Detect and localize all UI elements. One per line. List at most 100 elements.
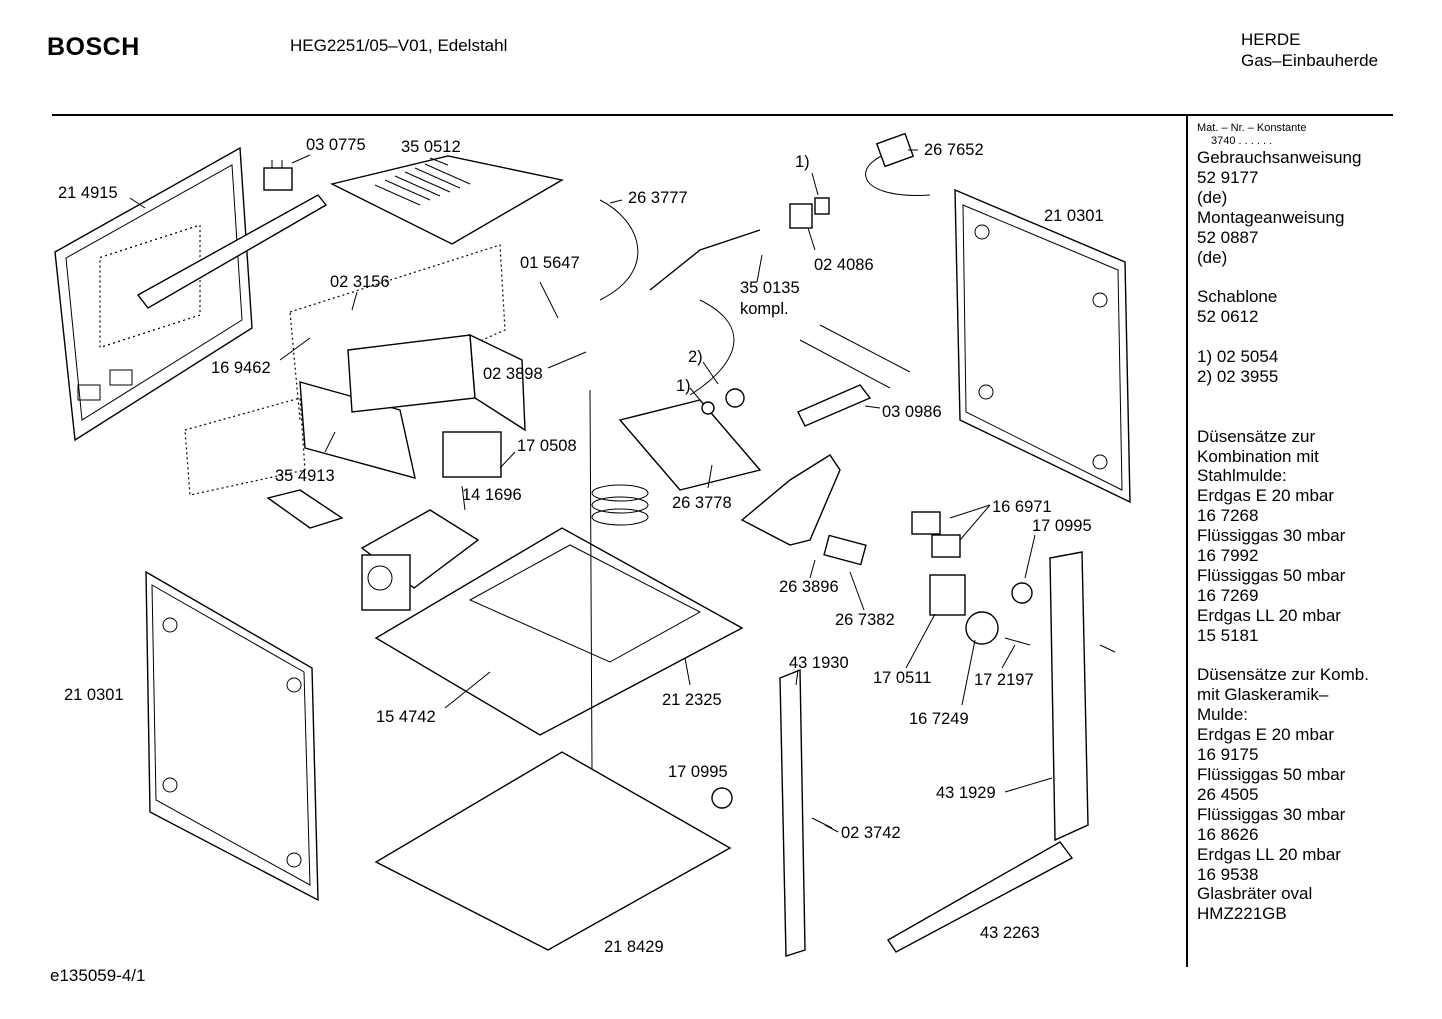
label-030775: 03 0775 — [306, 136, 366, 154]
side-line: Erdgas E 20 mbar — [1197, 725, 1335, 745]
side-line: 52 0887 — [1197, 227, 1259, 247]
side-line: 15 5181 — [1197, 625, 1259, 645]
side-line: 16 7992 — [1197, 546, 1259, 566]
bracket-part — [136, 194, 328, 309]
gas-pipe-part — [618, 197, 830, 491]
category-label: HERDE — [1241, 30, 1301, 49]
clip-part — [266, 489, 344, 529]
insulator-part — [823, 534, 867, 566]
side-line: 16 9175 — [1197, 745, 1259, 765]
label-note2: 2) — [688, 348, 703, 366]
label-170995b: 17 0995 — [668, 763, 728, 781]
side-line: 2) 02 3955 — [1197, 366, 1279, 386]
label-023156: 02 3156 — [330, 273, 390, 291]
side-line: Kombination mit — [1197, 446, 1319, 466]
mat-value: 3740 . . . . . . — [1211, 135, 1273, 147]
box-part — [299, 333, 526, 479]
side-line: 52 0612 — [1197, 307, 1259, 327]
label-141696: 14 1696 — [462, 486, 522, 504]
side-line: 26 4505 — [1197, 784, 1259, 804]
bottom-plate-part — [374, 751, 732, 951]
side-line: Stahlmulde: — [1197, 466, 1287, 486]
label-169462: 16 9462 — [211, 359, 271, 377]
side-line: Erdgas LL 20 mbar — [1197, 605, 1341, 625]
side-line: Glasbräter oval — [1197, 884, 1313, 904]
label-210301a: 21 0301 — [1044, 207, 1104, 225]
side-line: Erdgas E 20 mbar — [1197, 486, 1335, 506]
side-divider — [1186, 116, 1188, 967]
label-024086: 02 4086 — [814, 256, 874, 274]
side-panel: Mat. – Nr. – Konstante 3740 . . . . . . … — [1197, 122, 1397, 924]
side-line: Düsensätze zur Komb. — [1197, 665, 1369, 685]
mat-header: Mat. – Nr. – Konstante — [1197, 122, 1307, 134]
side-line: Montageanweisung — [1197, 207, 1345, 227]
side-line: 1) 02 5054 — [1197, 347, 1279, 367]
side-line: HMZ221GB — [1197, 904, 1287, 924]
side-line: Erdgas LL 20 mbar — [1197, 844, 1341, 864]
side-line: (de) — [1197, 187, 1228, 207]
module-part — [442, 431, 502, 478]
side-line: Flüssiggas 30 mbar — [1197, 526, 1346, 546]
label-023742: 02 3742 — [841, 824, 901, 842]
side-line: mit Glaskeramik– — [1197, 685, 1329, 705]
cover-part — [329, 155, 564, 245]
model-title: HEG2251/05–V01, Edelstahl — [290, 36, 508, 55]
side-line: Mulde: — [1197, 705, 1249, 725]
label-263778: 26 3778 — [672, 494, 732, 512]
label-214915: 21 4915 — [58, 184, 118, 202]
side-spacer — [1197, 267, 1397, 287]
label-267652: 26 7652 — [924, 141, 984, 159]
knob-parts — [711, 574, 1033, 809]
label-350512: 35 0512 — [401, 138, 461, 156]
label-note1a: 1) — [795, 153, 810, 171]
label-212325: 21 2325 — [662, 691, 722, 709]
side-line: (de) — [1197, 247, 1228, 267]
label-172197: 17 2197 — [974, 671, 1034, 689]
brand-logo: BOSCH — [47, 33, 140, 61]
side-line: Flüssiggas 50 mbar — [1197, 565, 1346, 585]
capillary-tube-part — [589, 199, 649, 771]
side-spacer — [1197, 387, 1397, 407]
label-166971: 16 6971 — [992, 498, 1052, 516]
side-panel-right-part — [954, 188, 1131, 504]
side-line: 16 7268 — [1197, 506, 1259, 526]
label-432263: 43 2263 — [980, 924, 1040, 942]
label-030986: 03 0986 — [882, 403, 942, 421]
side-line: 16 7269 — [1197, 585, 1259, 605]
mount-bracket-part — [740, 454, 841, 546]
rails-part — [779, 551, 1089, 957]
wires-part — [799, 324, 911, 389]
side-line: 16 9538 — [1197, 864, 1259, 884]
part-labels: 21 4915 03 0775 35 0512 26 3777 1) 26 76… — [58, 136, 1104, 956]
screw-part — [811, 817, 833, 829]
switches-part — [911, 511, 961, 558]
label-431930: 43 1930 — [789, 654, 849, 672]
label-263777: 26 3777 — [628, 189, 688, 207]
leader-lines — [129, 149, 1053, 833]
label-210301b: 21 0301 — [64, 686, 124, 704]
side-panel-left-part — [145, 570, 319, 902]
label-354913: 35 4913 — [275, 467, 335, 485]
subcategory-label: Gas–Einbauherde — [1241, 51, 1379, 70]
dotted-housing — [184, 244, 506, 496]
side-spacer — [1197, 646, 1397, 666]
side-line: Gebrauchsanweisung — [1197, 148, 1362, 167]
sensor-part — [263, 160, 293, 191]
label-154742: 15 4742 — [376, 708, 436, 726]
label-kompl: kompl. — [740, 300, 789, 318]
motor-part — [360, 509, 480, 611]
label-350135: 35 0135 — [740, 279, 800, 297]
terminal-part — [797, 384, 872, 427]
label-023898: 02 3898 — [483, 365, 543, 383]
label-167249: 16 7249 — [909, 710, 969, 728]
power-plug-part — [865, 132, 931, 196]
screw-part — [1099, 644, 1116, 653]
label-431929: 43 1929 — [936, 784, 996, 802]
label-263896: 26 3896 — [779, 578, 839, 596]
side-line: Flüssiggas 50 mbar — [1197, 765, 1346, 785]
footer-code: e135059-4/1 — [50, 966, 146, 985]
label-170508: 17 0508 — [517, 437, 577, 455]
floor-plate-part — [374, 527, 744, 736]
side-spacer — [1197, 407, 1397, 427]
